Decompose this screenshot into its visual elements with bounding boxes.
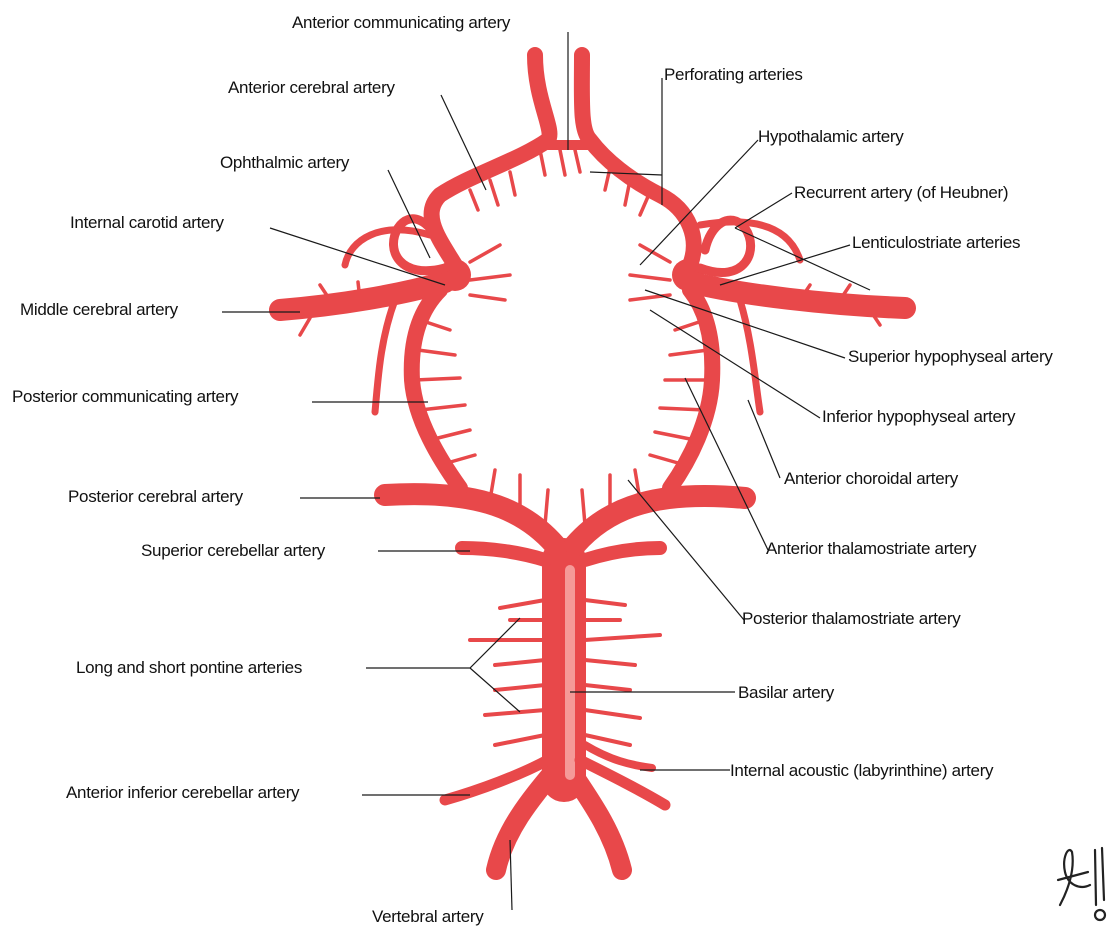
artery-network	[280, 55, 905, 870]
anterior-cerebral-artery-right	[582, 55, 694, 265]
label-internal-acoustic-artery: Internal acoustic (labyrinthine) artery	[730, 761, 994, 780]
posterior-cerebral-artery-left	[385, 494, 555, 545]
label-internal-carotid-artery: Internal carotid artery	[70, 213, 225, 232]
netter-signature-logo	[1058, 848, 1105, 920]
label-middle-cerebral-artery: Middle cerebral artery	[20, 300, 179, 319]
label-ophthalmic-artery: Ophthalmic artery	[220, 153, 350, 172]
anterior-cerebral-artery-left	[432, 55, 550, 265]
label-anterior-cerebral-artery: Anterior cerebral artery	[228, 78, 395, 97]
label-anterior-thalamostriate-artery: Anterior thalamostriate artery	[766, 539, 977, 558]
ophthalmic-artery-right	[700, 220, 751, 272]
label-hypothalamic-artery: Hypothalamic artery	[758, 127, 904, 146]
label-anterior-inferior-cerebellar-artery: Anterior inferior cerebellar artery	[66, 783, 300, 802]
label-superior-hypophyseal-artery: Superior hypophyseal artery	[848, 347, 1053, 366]
label-posterior-thalamostriate-artery: Posterior thalamostriate artery	[742, 609, 961, 628]
middle-cerebral-artery-right	[690, 282, 905, 308]
posterior-cerebral-artery-right	[575, 496, 745, 545]
recurrent-artery-left	[345, 230, 430, 265]
anterior-choroidal-artery-left	[375, 300, 395, 412]
superior-cerebellar-artery-right	[585, 548, 660, 560]
label-anterior-choroidal-artery: Anterior choroidal artery	[784, 469, 959, 488]
label-basilar-artery: Basilar artery	[738, 683, 835, 702]
label-perforating-arteries: Perforating arteries	[664, 65, 803, 84]
label-superior-cerebellar-artery: Superior cerebellar artery	[141, 541, 326, 560]
label-pontine-arteries: Long and short pontine arteries	[76, 658, 302, 677]
label-inferior-hypophyseal-artery: Inferior hypophyseal artery	[822, 407, 1016, 426]
label-posterior-cerebral-artery: Posterior cerebral artery	[68, 487, 244, 506]
label-anterior-communicating-artery: Anterior communicating artery	[292, 13, 511, 32]
superior-cerebellar-artery-left	[462, 548, 545, 560]
label-lenticulostriate-arteries: Lenticulostriate arteries	[852, 233, 1020, 252]
label-posterior-communicating-artery: Posterior communicating artery	[12, 387, 239, 406]
label-recurrent-artery: Recurrent artery (of Heubner)	[794, 183, 1008, 202]
label-vertebral-artery: Vertebral artery	[372, 907, 484, 926]
anterior-choroidal-artery-right	[740, 300, 760, 412]
